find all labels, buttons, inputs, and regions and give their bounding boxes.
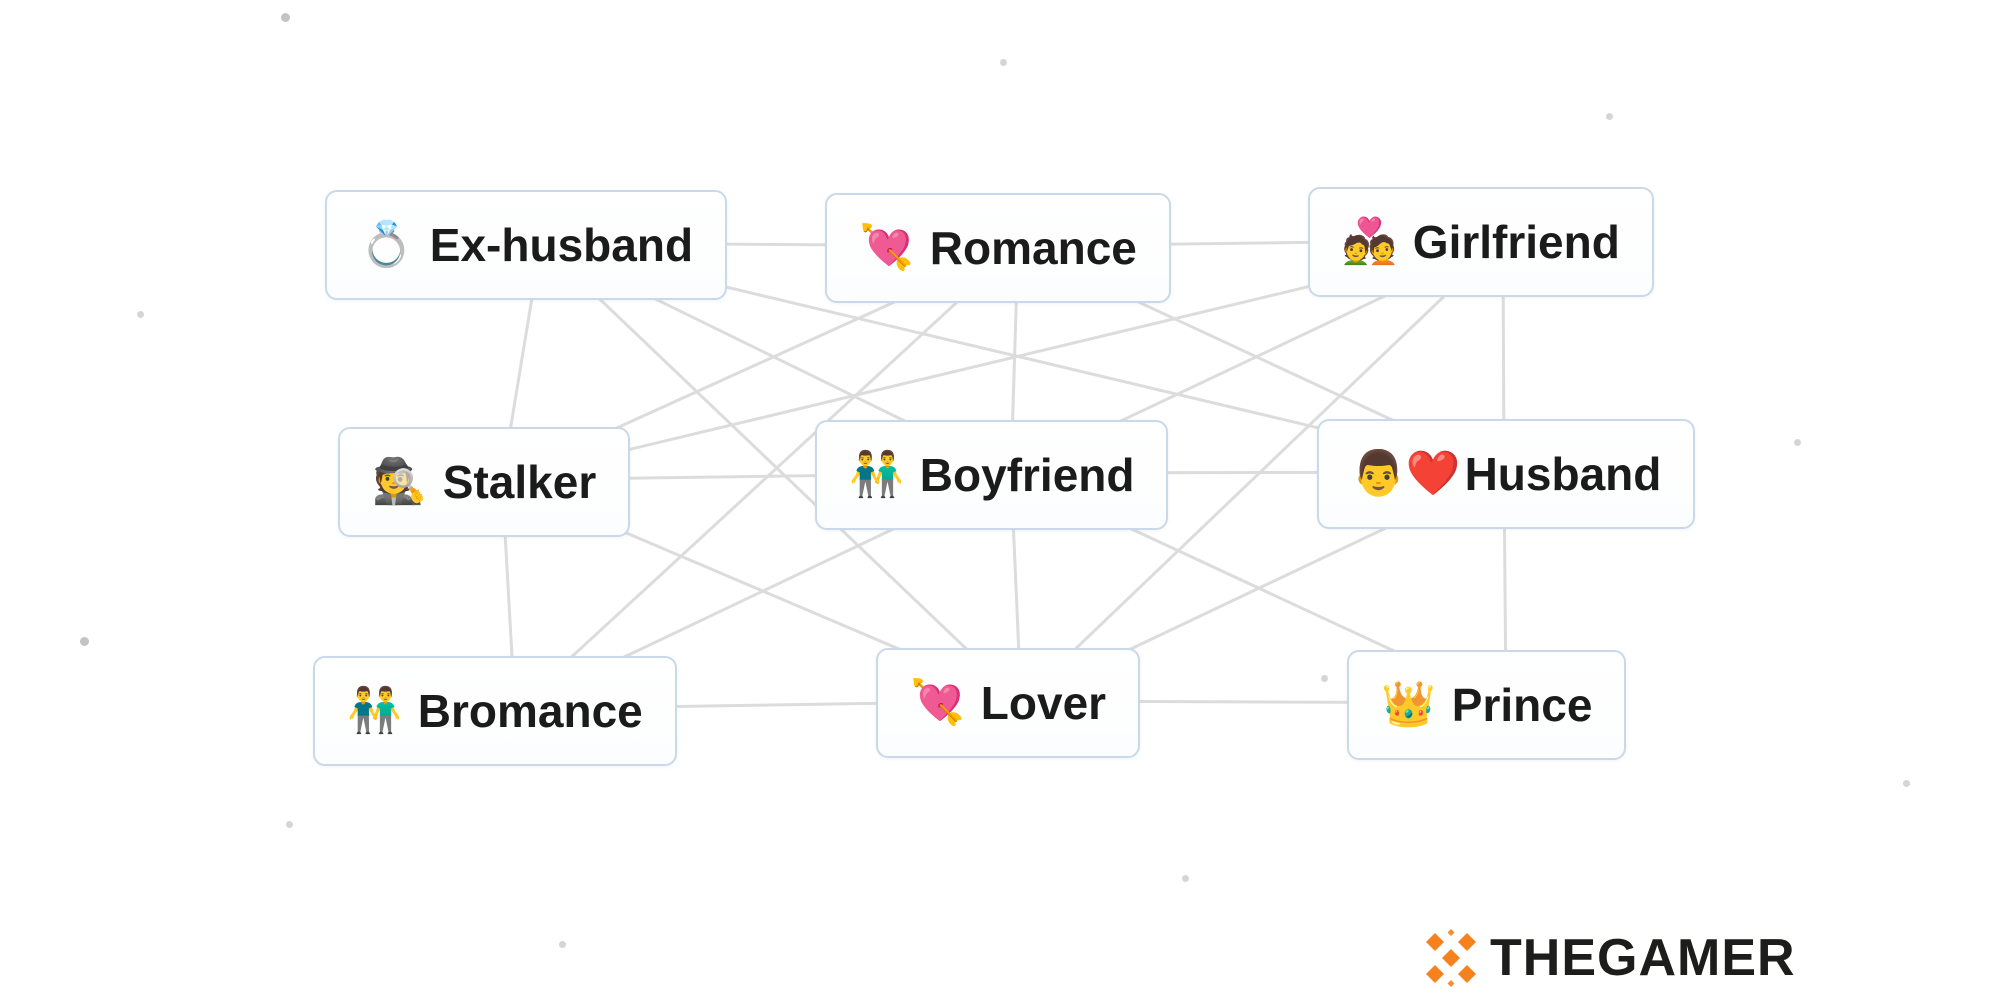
tile-prince[interactable]: 👑 Prince: [1347, 650, 1627, 760]
thegamer-logo-text: THEGAMER: [1490, 929, 1796, 987]
tile-romance[interactable]: 💘 Romance: [825, 193, 1171, 303]
tile-label: Girlfriend: [1412, 216, 1620, 268]
heart-arrow-icon: 💘: [910, 678, 965, 727]
background-dot: [281, 13, 290, 22]
tile-stalker[interactable]: 🕵️ Stalker: [338, 427, 631, 537]
tile-label: Bromance: [417, 685, 643, 737]
tile-lover[interactable]: 💘 Lover: [876, 648, 1141, 758]
two-men-icon: 👬: [347, 686, 402, 735]
tile-bromance[interactable]: 👬 Bromance: [313, 656, 677, 766]
tile-label: Lover: [980, 677, 1107, 729]
two-men-icon: 👬: [849, 450, 904, 499]
background-dot: [80, 637, 89, 646]
background-dot: [286, 821, 293, 828]
detective-icon: 🕵️: [372, 457, 427, 506]
background-dot: [1321, 675, 1328, 682]
heart-arrow-icon: 💘: [859, 223, 914, 272]
background-dot: [137, 311, 144, 318]
tile-label: Husband: [1464, 448, 1662, 500]
couple-heart-icon: 💑: [1342, 217, 1397, 266]
background-dot: [1606, 113, 1613, 120]
background-dot: [1903, 780, 1910, 787]
tile-label: Prince: [1451, 679, 1593, 731]
tile-label: Romance: [929, 222, 1137, 274]
thegamer-diamond-icon: [1426, 929, 1476, 987]
man-heart-icon: 👨❤️: [1351, 449, 1461, 498]
tile-boyfriend[interactable]: 👬 Boyfriend: [815, 420, 1169, 530]
tile-husband[interactable]: 👨❤️ Husband: [1317, 419, 1696, 529]
ring-icon: 💍: [359, 220, 414, 269]
crown-icon: 👑: [1381, 680, 1436, 729]
tile-label: Stalker: [442, 456, 597, 508]
background-dot: [1182, 875, 1189, 882]
background-dot: [1000, 59, 1007, 66]
background-dot: [559, 941, 566, 948]
thegamer-watermark: THEGAMER: [1422, 928, 1796, 988]
tile-label: Ex-husband: [429, 219, 694, 271]
tile-ex-husband[interactable]: 💍 Ex-husband: [325, 190, 728, 300]
background-dot: [1794, 439, 1801, 446]
tile-girlfriend[interactable]: 💑 Girlfriend: [1308, 187, 1654, 297]
tile-label: Boyfriend: [919, 449, 1135, 501]
